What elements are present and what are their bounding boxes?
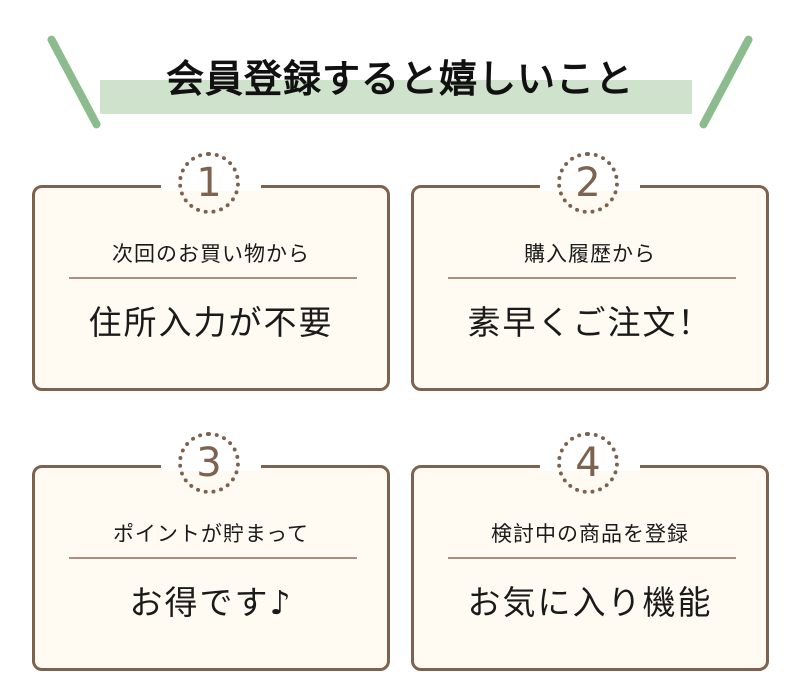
card-number: 2: [575, 160, 601, 206]
card-subtitle: 次回のお買い物から: [112, 242, 310, 266]
benefit-card-2: 2 購入履歴から 素早くご注文！: [411, 152, 769, 391]
card-subtitle: 購入履歴から: [524, 242, 656, 266]
card-main-text: 素早くご注文！: [467, 303, 713, 342]
number-badge: [557, 432, 619, 494]
number-badge: [178, 152, 240, 214]
benefit-card-3: 3 ポイントが貯まって お得です♪: [32, 432, 390, 671]
card-main-text: 住所入力が不要: [88, 303, 334, 342]
card-main-text: お気に入り機能: [467, 583, 713, 622]
page-title: 会員登録すると嬉しいこと: [165, 57, 634, 101]
card-number: 1: [196, 160, 222, 206]
card-divider: [448, 557, 736, 559]
card-number: 3: [196, 440, 222, 486]
card-number: 4: [575, 440, 601, 486]
number-badge: [178, 432, 240, 494]
number-badge: [557, 152, 619, 214]
card-divider: [69, 557, 357, 559]
card-subtitle: ポイントが貯まって: [112, 522, 310, 546]
title-highlight: [100, 80, 692, 114]
card-divider: [69, 277, 357, 279]
card-subtitle: 検討中の商品を登録: [491, 522, 689, 546]
card-main-text: お得です♪: [129, 583, 293, 622]
benefit-card-4: 4 検討中の商品を登録 お気に入り機能: [411, 432, 769, 671]
card-divider: [448, 277, 736, 279]
benefit-card-1: 1 次回のお買い物から 住所入力が不要: [32, 152, 390, 391]
